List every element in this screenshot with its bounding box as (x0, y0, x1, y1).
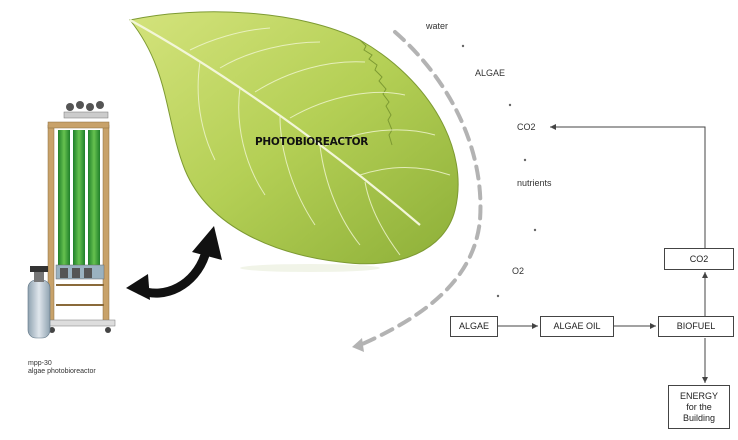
flow-box-energy-line1: ENERGY (680, 391, 718, 402)
exchange-arrow-head-left (126, 274, 150, 300)
flow-box-energy: ENERGY for the Building (668, 385, 730, 429)
cycle-label-nutrients: nutrients (517, 178, 552, 189)
cycle-dots (462, 45, 536, 297)
cycle-label-algae: ALGAE (475, 68, 505, 79)
exchange-arrow (126, 226, 222, 300)
flow-box-energy-line2: for the (686, 402, 712, 413)
device-caption: mpp-30 algae photobioreactor (28, 360, 96, 376)
flow-box-algae-oil-label: ALGAE OIL (553, 321, 600, 332)
flow-box-biofuel: BIOFUEL (658, 316, 734, 337)
device-top-fittings (64, 101, 108, 118)
flow-box-algae: ALGAE (450, 316, 498, 337)
flow-box-algae-oil: ALGAE OIL (540, 316, 614, 337)
flow-box-biofuel-label: BIOFUEL (677, 321, 716, 332)
flow-box-algae-label: ALGAE (459, 321, 489, 332)
leaf-shadow (240, 264, 380, 272)
cycle-label-co2: CO2 (517, 122, 536, 133)
exchange-arrow-head-top (192, 226, 222, 260)
photobioreactor-device (28, 101, 115, 338)
cycle-label-water: water (426, 21, 448, 32)
cycle-arrowhead (352, 338, 364, 352)
leaf-title: PHOTOBIOREACTOR (255, 136, 368, 148)
device-caption-line1: mpp-30 (28, 360, 96, 368)
device-caption-line2: algae photobioreactor (28, 368, 96, 376)
cycle-label-o2: O2 (512, 266, 524, 277)
flow-box-energy-line3: Building (683, 413, 715, 424)
flow-box-co2-label: CO2 (690, 254, 709, 265)
flow-box-co2: CO2 (664, 248, 734, 270)
